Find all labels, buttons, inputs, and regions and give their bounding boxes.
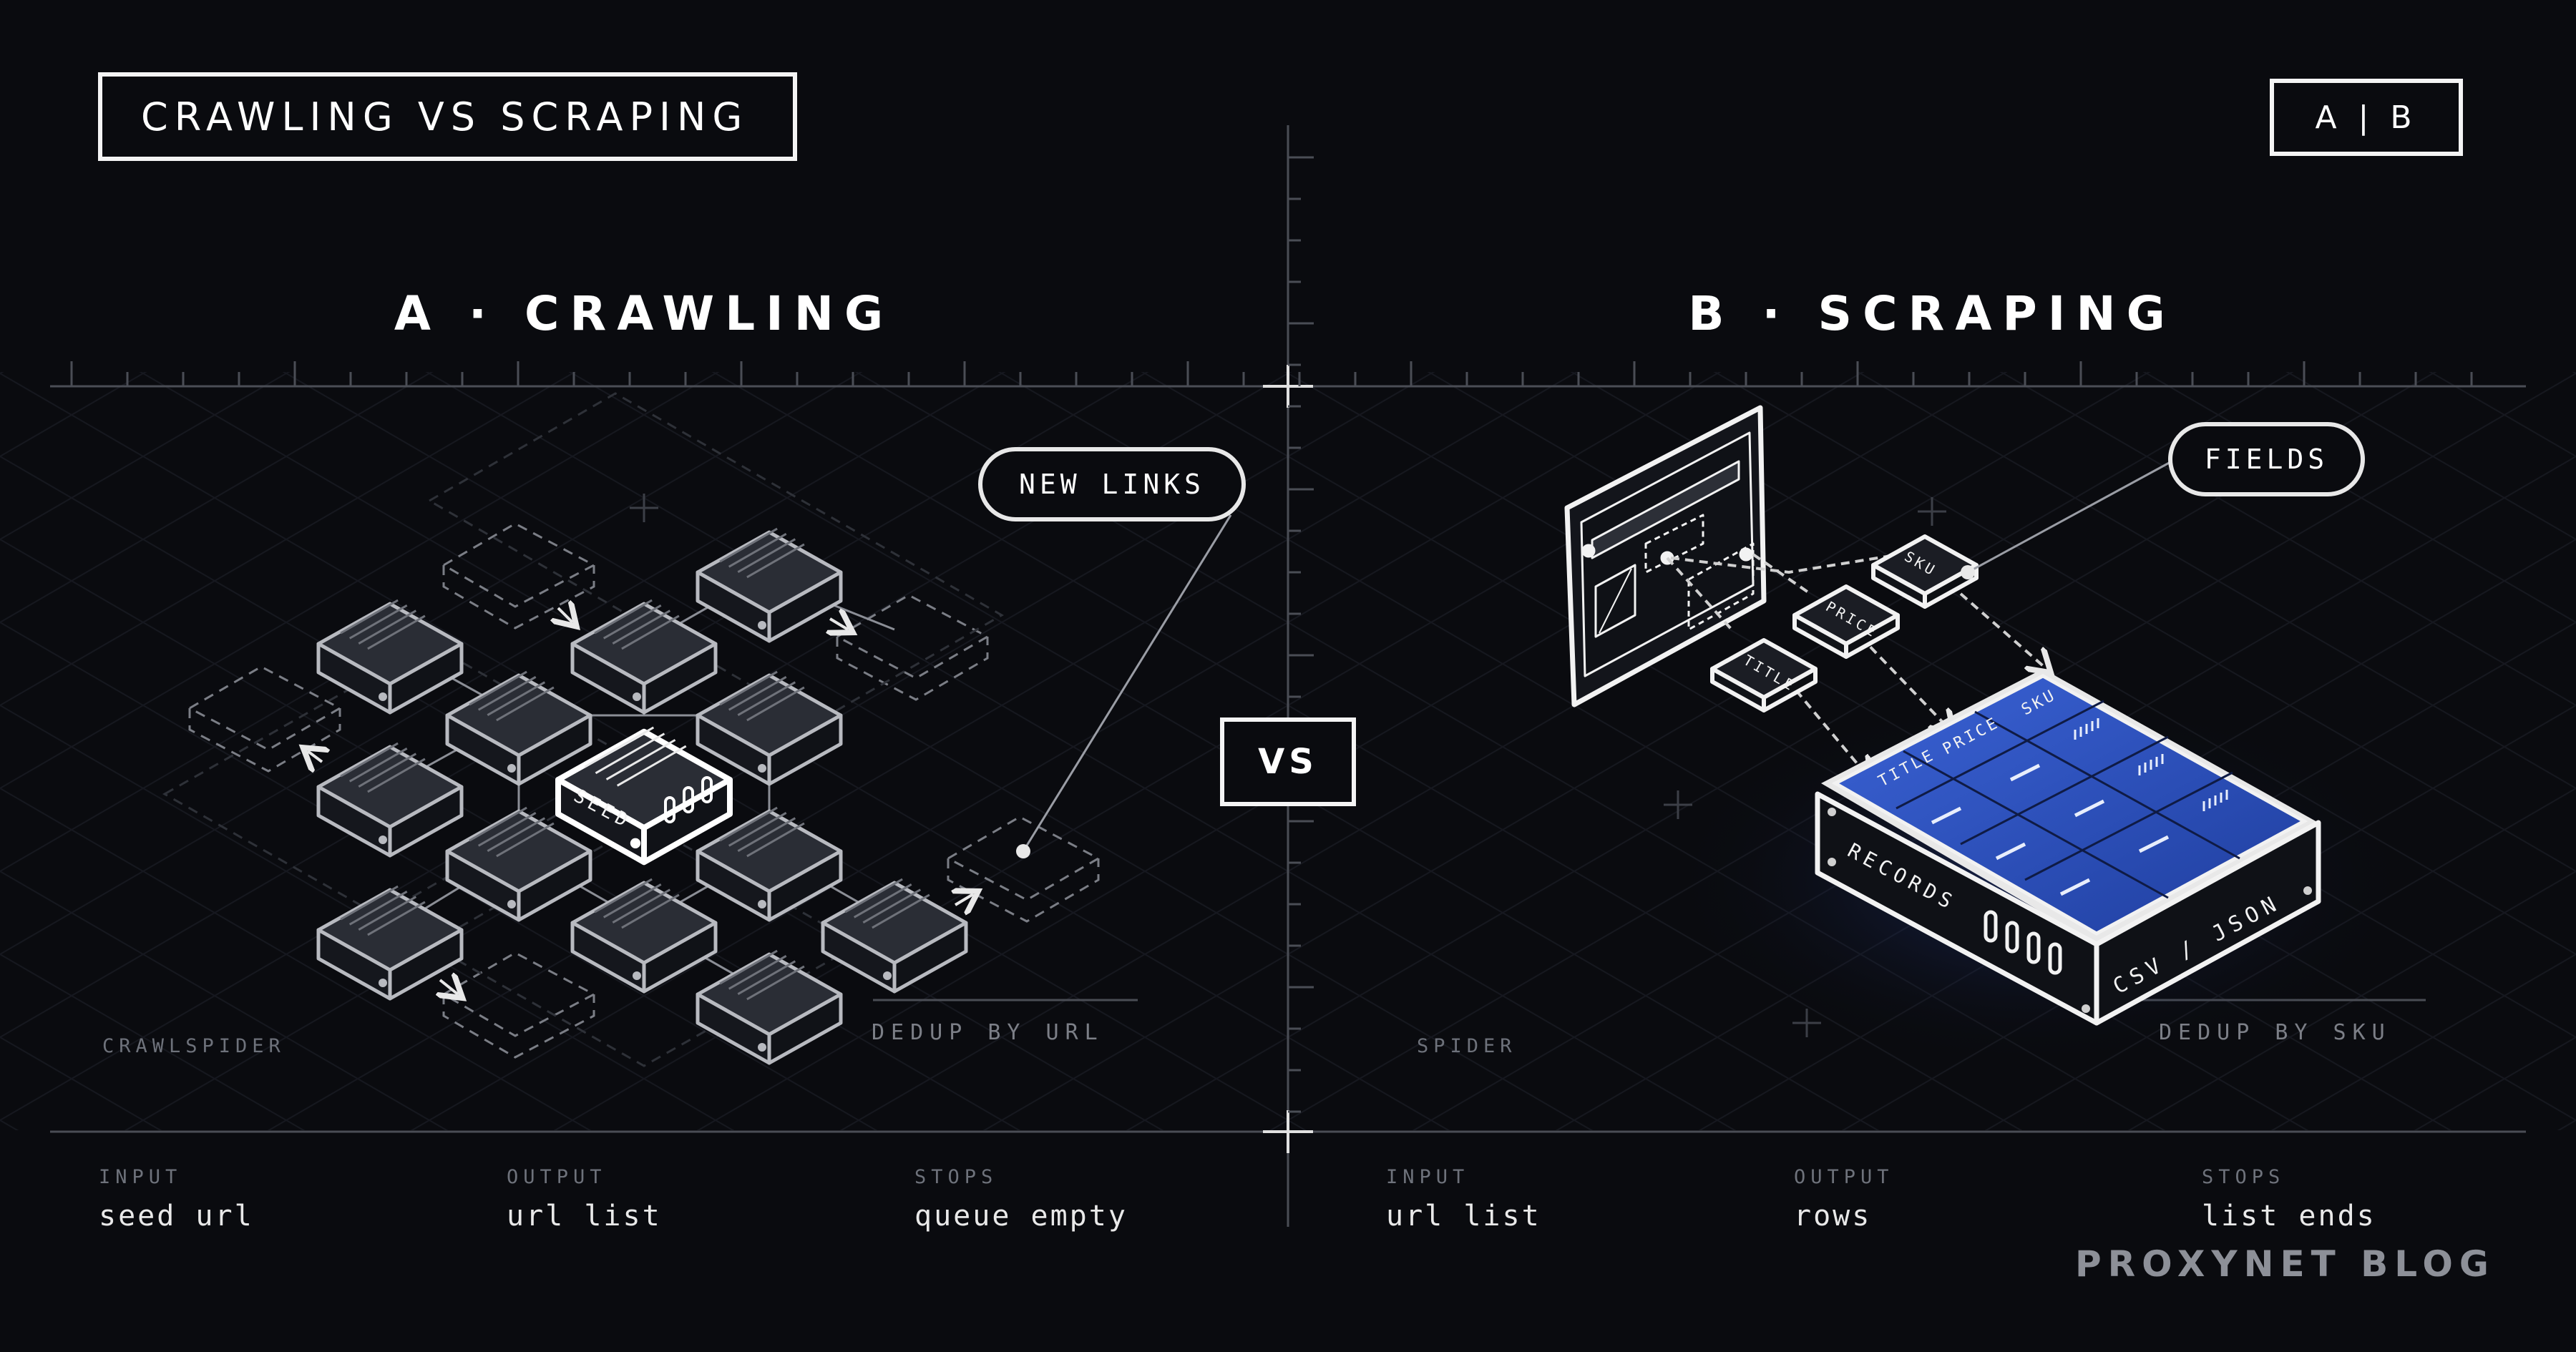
crawl-page-node (696, 670, 843, 786)
stat-label-a-stops: STOPS (914, 1166, 998, 1188)
stat-label-b-input: INPUT (1386, 1166, 1470, 1188)
dedup-url-caption: DEDUP BY URL (872, 1020, 1104, 1045)
stat-value-a-input: seed url (99, 1200, 254, 1233)
stat-value-a-output: url list (507, 1200, 662, 1233)
stat-label-b-output: OUTPUT (1794, 1166, 1894, 1188)
heading-scraping: B · SCRAPING (1688, 286, 2176, 341)
crawl-page-node (821, 878, 968, 994)
crawl-page-node (316, 885, 464, 1001)
page-title: CRAWLING VS SCRAPING (98, 72, 797, 161)
crawlspider-caption: CRAWLSPIDER (102, 1035, 286, 1057)
ruler-ticks-top (70, 361, 2473, 386)
vs-badge: VS (1220, 717, 1356, 806)
crawl-page-node (696, 949, 843, 1065)
stat-label-a-input: INPUT (99, 1166, 182, 1188)
new-links-leader (1016, 514, 1232, 858)
field-chip-title: TITLE (1710, 638, 1818, 712)
crawl-page-node (570, 599, 718, 715)
heading-crawling: A · CRAWLING (394, 286, 894, 341)
pending-page-tile (441, 522, 597, 630)
brand-footer: PROXYNET BLOG (2075, 1243, 2495, 1285)
fields-leader (1961, 460, 2172, 579)
dedup-sku-caption: DEDUP BY SKU (2159, 1020, 2391, 1045)
records-store (1815, 669, 2321, 1026)
crawl-page-node (445, 670, 592, 786)
pending-page-tile (834, 594, 990, 701)
source-webpage (1564, 405, 1767, 707)
pending-page-tile (945, 815, 1101, 923)
stat-value-b-input: url list (1386, 1200, 1541, 1233)
crawl-page-node (445, 806, 592, 922)
seed-node (555, 726, 733, 866)
crawl-page-node (570, 878, 718, 994)
pending-page-tile (187, 665, 343, 773)
crawl-page-node (696, 527, 843, 643)
spider-caption: SPIDER (1417, 1035, 1517, 1057)
ab-badge: A | B (2270, 79, 2463, 156)
field-chip-price: PRICE (1792, 584, 1900, 659)
stat-label-b-stops: STOPS (2202, 1166, 2285, 1188)
stat-value-b-stops: list ends (2202, 1200, 2376, 1233)
pending-page-tile (441, 951, 597, 1059)
crawl-page-node (696, 806, 843, 922)
crawl-page-node (316, 742, 464, 858)
stat-value-b-output: rows (1794, 1200, 1872, 1233)
fields-callout: FIELDS (2168, 422, 2365, 496)
new-links-callout: NEW LINKS (978, 447, 1246, 521)
stat-value-a-stops: queue empty (914, 1200, 1128, 1233)
stat-label-a-output: OUTPUT (507, 1166, 607, 1188)
crawl-page-node (316, 599, 464, 715)
crawl-graph (162, 392, 1101, 1067)
